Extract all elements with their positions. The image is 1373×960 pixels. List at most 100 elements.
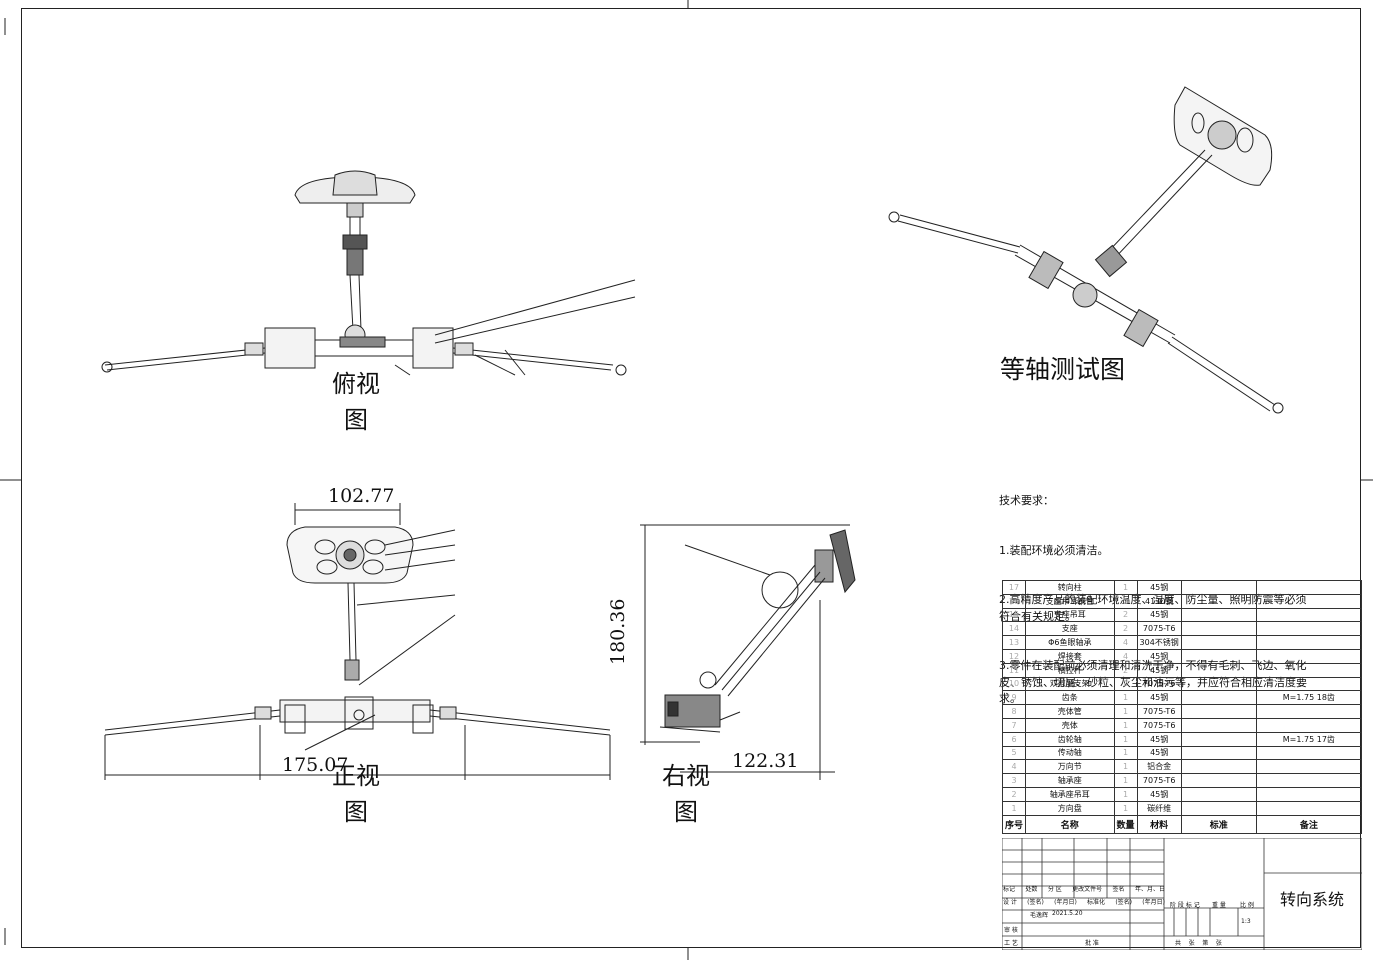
bom-cell: 齿条	[1025, 690, 1115, 706]
tb-weight: 重 量	[1212, 902, 1226, 909]
bom-cell: 4	[1113, 648, 1138, 664]
bom-cell: 1	[1113, 786, 1138, 802]
bom-cell	[1180, 635, 1257, 650]
tb-scale-label: 比 例	[1240, 902, 1254, 909]
right-view-label: 右视图	[662, 762, 710, 826]
bom-cell: 支座吊耳	[1025, 607, 1115, 623]
bom-cell: 2	[1113, 593, 1138, 609]
bom-cell	[1255, 704, 1363, 719]
bom-cell: 横拉杆	[1025, 662, 1115, 678]
bom-cell: 15	[1001, 607, 1027, 623]
bom-cell	[1255, 745, 1363, 761]
bom-cell	[1180, 731, 1257, 747]
bom-cell: 4	[1001, 759, 1027, 775]
front-view-label: 正视图	[332, 762, 380, 826]
tb-sig1: (签名)	[1027, 899, 1044, 906]
bom-cell	[1180, 580, 1257, 595]
tb-scale: 1:3	[1241, 918, 1251, 925]
bom-cell: 双剪型支架	[1025, 676, 1115, 692]
tech-item-1: 1.装配环境必须清洁。	[999, 543, 1109, 557]
bom-cell: 3	[1001, 773, 1027, 788]
top-view-drawing	[101, 170, 636, 376]
bom-cell: 2	[1113, 662, 1138, 678]
bom-cell: 1	[1113, 704, 1138, 719]
bom-cell	[1255, 662, 1363, 678]
bom-cell	[1255, 580, 1363, 595]
bom-cell	[1180, 607, 1257, 623]
bom-cell: 轴承座	[1025, 773, 1115, 788]
bom-header-row: 序号名称数量材料标准备注	[1001, 814, 1363, 834]
bom-header-cell: 名称	[1025, 814, 1115, 834]
bom-cell: 1	[1001, 800, 1027, 816]
bom-cell: M=1.75 17齿	[1255, 731, 1363, 747]
bom-cell: 2	[1113, 676, 1138, 692]
bom-cell: 2	[1001, 786, 1027, 802]
bom-cell: 4130钢	[1136, 593, 1182, 609]
bom-cell: 16	[1001, 593, 1027, 609]
title-row-b: 设 计 (签名) (年月日) 标准化 (签名) (年月日)	[1003, 897, 1165, 906]
bom-cell: 45钢	[1136, 745, 1182, 761]
bom-cell: 10	[1001, 676, 1027, 692]
bom-cell: 7	[1001, 717, 1027, 733]
bom-cell: 1	[1113, 800, 1138, 816]
tech-heading: 技术要求：	[999, 494, 1054, 507]
bom-cell	[1180, 717, 1257, 733]
title-block	[1002, 838, 1362, 950]
bom-cell: Φ6鱼眼轴承	[1025, 635, 1115, 650]
isometric-drawing	[888, 86, 1284, 414]
bom-cell	[1180, 662, 1257, 678]
bom-cell	[1180, 593, 1257, 609]
tb-approve: 批 准	[1085, 940, 1099, 947]
bom-cell: 支座吊耳钢管	[1025, 593, 1115, 609]
bom-cell	[1255, 621, 1363, 637]
bom-cell: 14	[1001, 621, 1027, 637]
bom-cell: 45钢	[1136, 648, 1182, 664]
title-row-a: 标记 处数 分 区 更改文件号 签名 年、月、日	[1003, 884, 1165, 893]
bom-cell: 45钢	[1136, 690, 1182, 706]
bom-cell: 1	[1113, 745, 1138, 761]
tb-date: 年、月、日	[1134, 886, 1165, 893]
bom-cell: 齿轮轴	[1025, 731, 1115, 747]
tb-review: 审 核	[1004, 927, 1018, 934]
dimension-height-right: 180.36	[607, 598, 629, 665]
bom-cell: 铝合金	[1136, 759, 1182, 775]
bom-cell: 2	[1113, 607, 1138, 623]
iso-view-label: 等轴测试图	[1000, 355, 1126, 384]
bom-cell	[1255, 648, 1363, 664]
bom-cell: 45钢	[1136, 662, 1182, 678]
bom-cell: 壳体管	[1025, 704, 1115, 719]
bom-cell: 壳体	[1025, 717, 1115, 733]
bom-cell: 轴承座吊耳	[1025, 786, 1115, 802]
bom-cell	[1180, 621, 1257, 637]
tb-mark: 标记	[1003, 886, 1016, 893]
bom-cell: 万向节	[1025, 759, 1115, 775]
bom-cell: 11	[1001, 662, 1027, 678]
bom-cell	[1180, 773, 1257, 788]
bom-cell: 1	[1113, 773, 1138, 788]
bom-cell	[1180, 800, 1257, 816]
bom-cell: 焊接套	[1025, 648, 1115, 664]
front-view-drawing	[104, 503, 611, 780]
bom-cell: 1	[1113, 759, 1138, 775]
tb-design: 设 计	[1003, 899, 1017, 906]
bom-header-cell: 序号	[1001, 814, 1027, 834]
bom-cell	[1180, 745, 1257, 761]
bom-cell: 碳纤维	[1136, 800, 1182, 816]
bom-cell	[1255, 759, 1363, 775]
bom-cell: 304不锈钢	[1136, 635, 1182, 650]
tb-process: 工 艺	[1004, 940, 1018, 947]
bom-header-cell: 备注	[1255, 814, 1363, 834]
